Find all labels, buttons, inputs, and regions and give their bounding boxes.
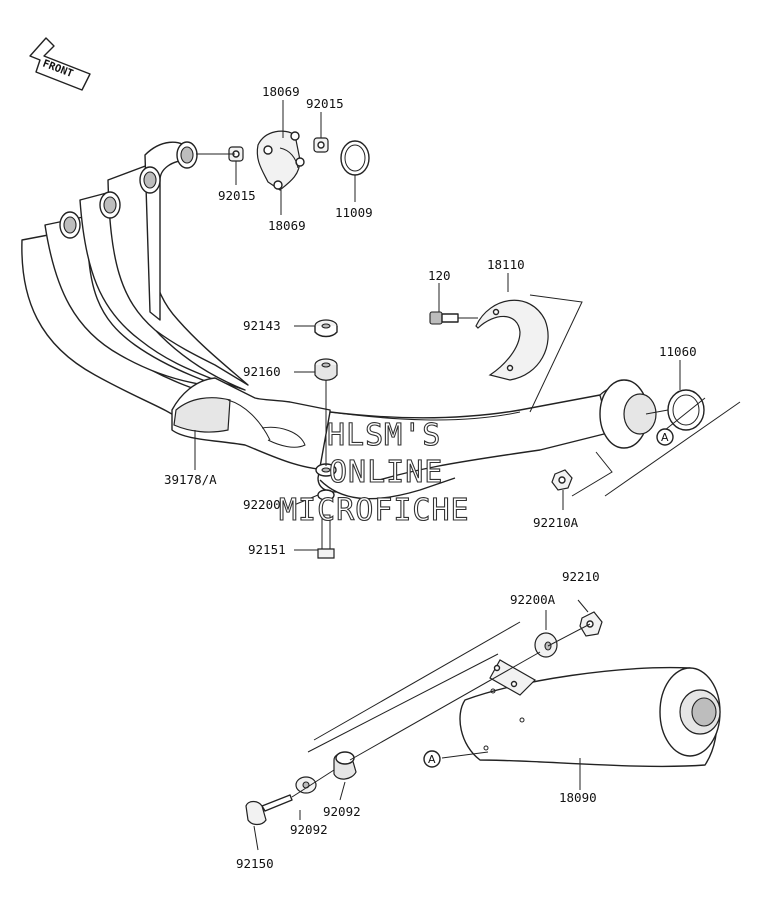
label-92210: 92210 [562,569,600,584]
nut-92015-right [313,137,329,153]
ref-a-upper-label: A [661,431,669,444]
reference-a-upper: A [656,428,674,446]
damper-92160 [314,358,338,381]
front-direction-arrow-icon: FRONT [29,37,91,91]
nut-92210 [579,611,603,637]
gasket-11009 [340,140,370,176]
label-11060: 11060 [659,344,697,359]
heat-shield-18110 [475,299,549,381]
label-92200: 92200 [243,497,281,512]
reference-a-lower: A [423,750,441,768]
label-92092-right: 92092 [323,804,361,819]
nut-92015-left [228,146,244,162]
label-92015-left: 92015 [218,188,256,203]
watermark-line-2: ONLINE [329,455,443,490]
collar-92092-right [333,751,357,780]
label-120: 120 [428,268,451,283]
label-92160: 92160 [243,364,281,379]
label-18069-bottom: 18069 [268,218,306,233]
bolt-120 [429,311,459,325]
label-39178-a: 39178/A [164,472,217,487]
collar-92143 [314,319,338,338]
label-92150: 92150 [236,856,274,871]
gasket-11060 [667,389,705,431]
label-18090: 18090 [559,790,597,805]
label-92151: 92151 [248,542,286,557]
label-92015-top: 92015 [306,96,344,111]
label-18069-top: 18069 [262,84,300,99]
bolt-92150 [245,794,293,826]
label-11009: 11009 [335,205,373,220]
label-92143: 92143 [243,318,281,333]
muffler-18090 [459,659,721,768]
nut-92210A [551,469,573,491]
watermark-line-3: MICROFICHE [279,493,470,528]
collar-92092-left [295,776,317,794]
label-92200a: 92200A [510,592,556,607]
label-92210a: 92210A [533,515,579,530]
watermark-line-1: HLSM'S [327,418,441,453]
exhaust-clamp-18069 [256,130,305,191]
watermark: HLSM'S ONLINE MICROFICHE [278,417,470,528]
part-number-labels: 18069 92015 92015 18069 11009 120 18110 … [164,84,697,871]
bolt-92151 [317,514,335,559]
label-92092-left: 92092 [290,822,328,837]
ref-a-lower-label: A [428,753,436,766]
leader-lines [194,100,741,851]
label-18110: 18110 [487,257,525,272]
